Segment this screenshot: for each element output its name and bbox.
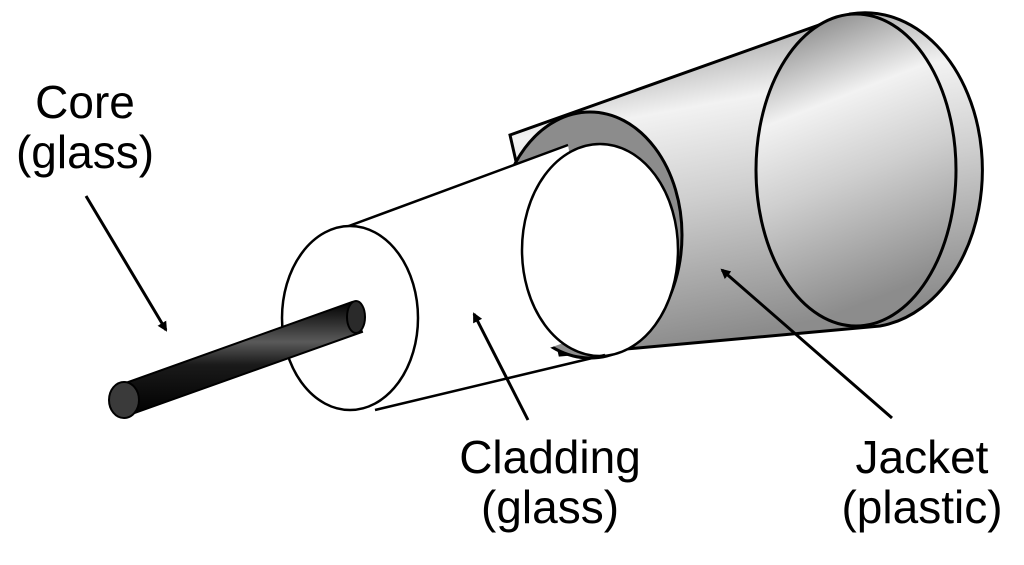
cladding-label-material: (glass) [480,481,620,533]
cladding-label: Cladding (glass) [420,432,680,532]
cladding-label-name: Cladding [459,431,641,483]
jacket-arrow [720,268,893,420]
core-layer [108,300,366,419]
cladding-arrow [472,312,530,421]
core-arrow [84,195,168,332]
core-label-material: (glass) [15,126,155,178]
core-end-face [108,381,140,419]
jacket-label-material: (plastic) [841,481,1003,533]
cladding-layer [280,142,680,412]
jacket-label-name: Jacket [855,431,989,483]
core-label: Core (glass) [0,77,170,177]
jacket-end-cap [754,12,958,328]
jacket-label: Jacket (plastic) [820,432,1024,532]
cladding-end-face [520,142,680,358]
core-label-name: Core [35,76,135,128]
